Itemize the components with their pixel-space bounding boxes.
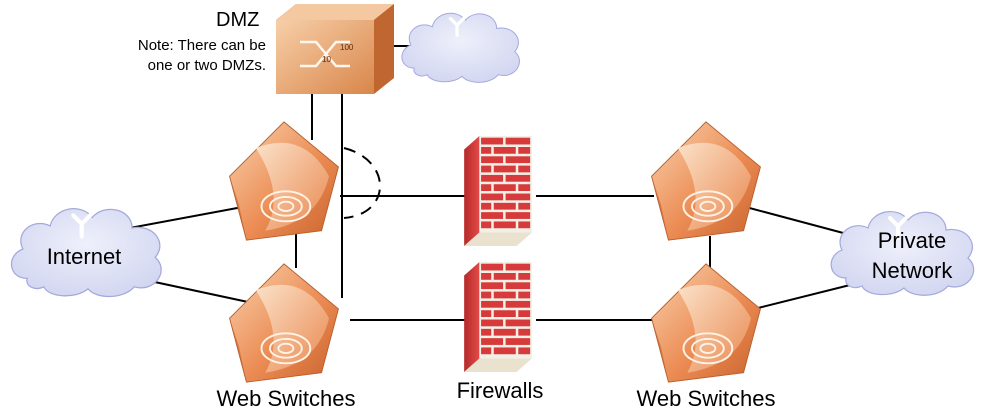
- link-dmz-optional: [343, 147, 381, 219]
- firewall-icon: [464, 136, 532, 246]
- dmz-hub: 10 100 DMZ Note: There can be one or two…: [138, 4, 394, 94]
- dmz-note-line2: one or two DMZs.: [148, 57, 266, 74]
- internet-cloud: Internet: [12, 209, 162, 297]
- firewalls-label: Firewalls: [457, 378, 544, 403]
- hub-port-right-label: 100: [340, 43, 354, 52]
- private-network-label-line1: Private: [878, 228, 946, 253]
- dmz-hub-icon: 10 100: [276, 4, 394, 94]
- private-network-label-line2: Network: [872, 258, 954, 283]
- link-bottom-switch-private: [741, 281, 863, 313]
- web-switch-icon: [650, 120, 762, 242]
- web-switch-icon: [650, 262, 762, 384]
- internet-label: Internet: [47, 244, 122, 269]
- web-switch-icon: [228, 262, 340, 384]
- hub-port-left-label: 10: [322, 55, 331, 64]
- dmz-note-line1: Note: There can be: [138, 37, 266, 54]
- firewall-icon: [464, 262, 532, 372]
- link-top-switch-private: [741, 205, 863, 239]
- web-switches-left-label: Web Switches: [217, 386, 356, 411]
- cloud-icon: [400, 11, 522, 85]
- dmz-cloud: [400, 11, 522, 85]
- web-switches-right-label: Web Switches: [637, 386, 776, 411]
- dmz-title: DMZ: [216, 9, 259, 31]
- web-switch-icon: [228, 120, 340, 242]
- private-network-cloud: Private Network: [831, 212, 974, 296]
